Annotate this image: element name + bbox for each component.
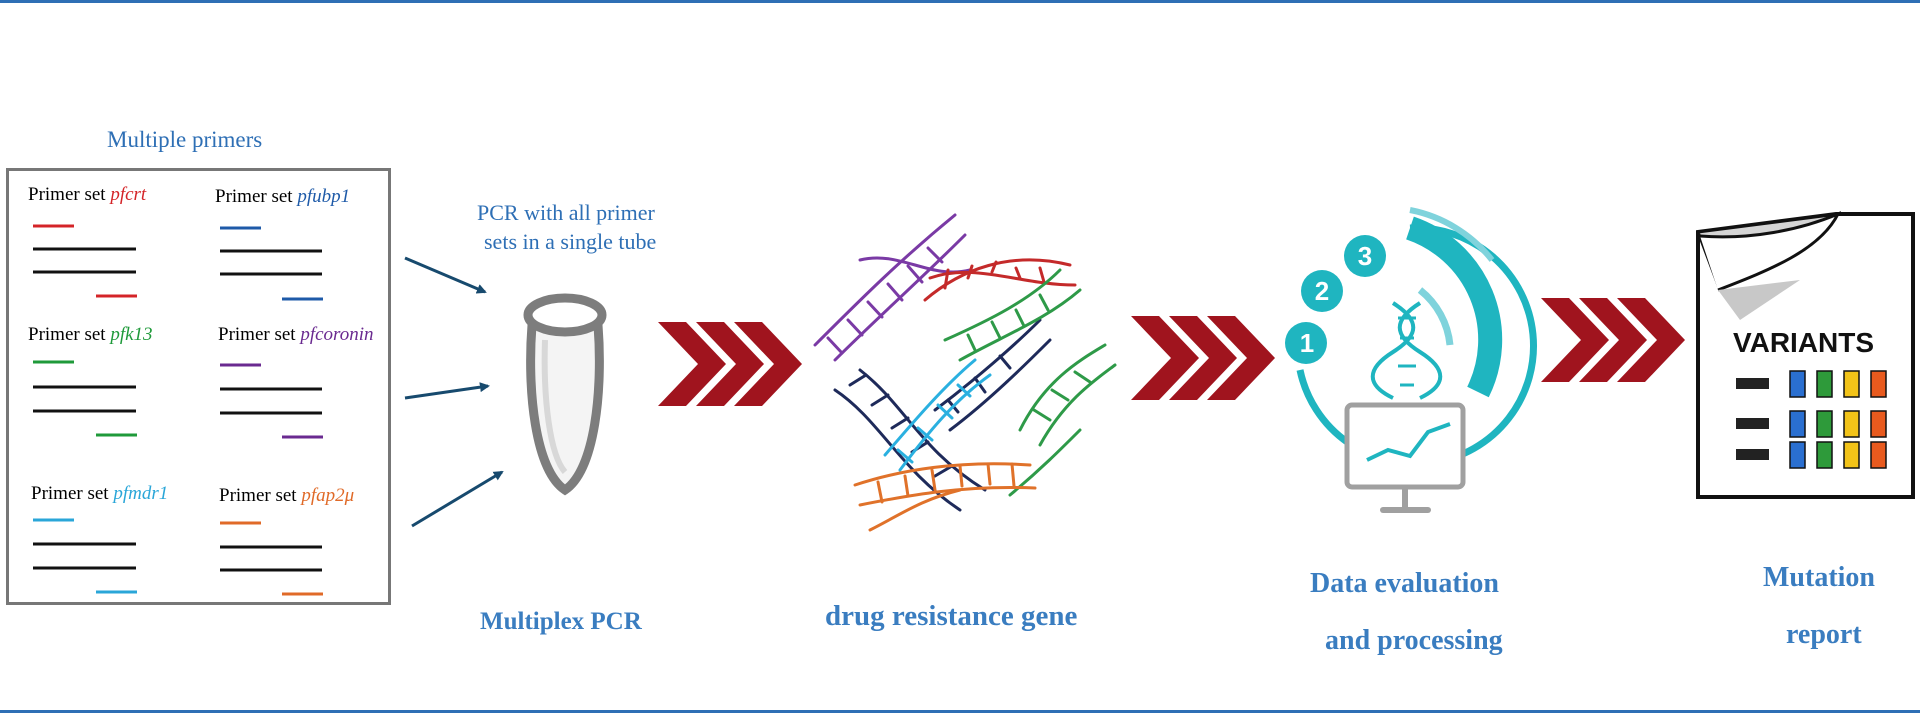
primer-set-title-pfubp1: Primer set pfubp1 <box>215 186 351 207</box>
primer-lines-pfmdr1 <box>33 518 137 594</box>
stage-label-mutation-line1: Mutation <box>1763 562 1875 593</box>
primer-set-title-pfmdr1: Primer set pfmdr1 <box>31 483 169 504</box>
primer-lines-pfk13 <box>33 360 137 437</box>
input-arrows <box>404 256 504 528</box>
variants-title: VARIANTS <box>1733 327 1875 358</box>
gene-name-pfmdr1: pfmdr1 <box>113 483 169 504</box>
stage-label-data-evaluation-line1: Data evaluation <box>1310 568 1499 599</box>
chevron-arrows-1 <box>658 322 802 406</box>
dna-tangle-illustration <box>813 213 1117 532</box>
primer-set-title-pfcoronin: Primer set pfcoronin <box>218 324 374 345</box>
gene-name-pfk13: pfk13 <box>110 324 153 345</box>
pcr-tube-icon <box>523 293 607 496</box>
primer-set-title-pfap2mu: Primer set pfap2μ <box>219 485 355 506</box>
stage-label-multiplex-pcr: Multiplex PCR <box>480 608 642 635</box>
primer-lines-pfap2mu <box>220 521 323 596</box>
bottom-border-rule <box>0 710 1920 713</box>
variant-cells <box>1789 370 1887 469</box>
pcr-caption-line2: sets in a single tube <box>484 229 657 254</box>
gene-name-pfcrt: pfcrt <box>110 184 147 205</box>
stage-label-data-evaluation-line2: and processing <box>1325 625 1503 656</box>
chevron-arrows-2 <box>1131 316 1275 400</box>
stage-label-drug-resistance-gene: drug resistance gene <box>825 600 1078 632</box>
chevron-arrows-3 <box>1541 298 1685 382</box>
gene-name-pfubp1: pfubp1 <box>297 186 351 207</box>
primer-panel <box>6 168 391 605</box>
primer-set-title-pfcrt: Primer set pfcrt <box>28 184 147 205</box>
gene-name-pfcoronin: pfcoronin <box>300 324 374 345</box>
pcr-caption-line1: PCR with all primer <box>477 200 655 225</box>
primer-lines-pfcrt <box>33 224 137 298</box>
data-analysis-icon <box>1285 207 1537 513</box>
gene-name-pfap2mu: pfap2μ <box>301 485 355 506</box>
step-1-number: 1 <box>1299 328 1315 358</box>
stage-label-mutation-line2: report <box>1786 619 1862 650</box>
primer-lines-pfcoronin <box>220 363 323 439</box>
primer-lines-pfubp1 <box>220 226 323 301</box>
step-2-number: 2 <box>1314 276 1330 306</box>
top-border-rule <box>0 0 1920 3</box>
primer-set-title-pfk13: Primer set pfk13 <box>28 324 153 345</box>
multiple-primers-heading: Multiple primers <box>107 127 263 152</box>
step-3-number: 3 <box>1357 241 1373 271</box>
